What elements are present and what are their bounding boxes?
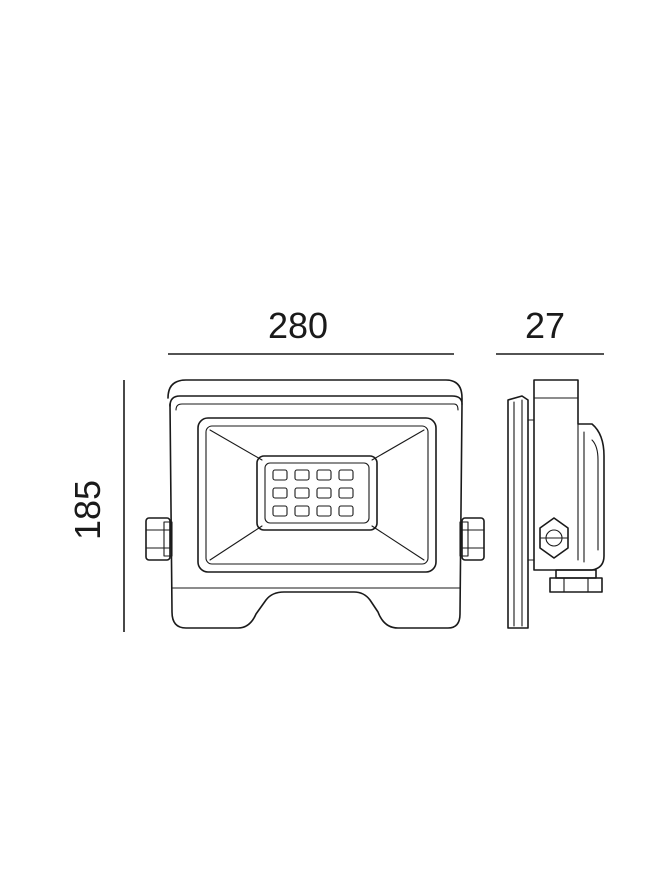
height-dimension-label: 185 [67,479,108,540]
reflector-line-tl [209,429,263,461]
led-chip [316,505,332,517]
led-module-inner [264,462,370,524]
right-bracket-knob [459,517,485,561]
led-chip [338,505,354,517]
side-view [507,379,605,629]
led-chip [338,469,354,481]
led-chip [294,487,310,499]
side-hex-knob [539,517,569,559]
led-module-outer [256,455,378,531]
side-cable-gland [549,569,603,593]
front-housing-body [169,403,463,629]
led-chip [272,487,288,499]
led-chips [272,469,354,517]
led-chip [316,487,332,499]
led-chip [272,505,288,517]
front-view [145,379,485,629]
left-bracket-knob [145,517,173,561]
front-housing-inner [175,403,459,411]
front-housing-top [167,379,463,407]
lens-frame-outer [197,417,437,573]
led-chip [338,487,354,499]
reflector-line-tr [371,429,425,461]
depth-dimension-label: 27 [525,305,566,346]
lens-frame-inner [205,425,429,565]
width-dimension-label: 280 [268,305,329,346]
led-chip [272,469,288,481]
led-chip [294,469,310,481]
side-housing-body [533,379,605,571]
led-chip [294,505,310,517]
reflector-line-br [371,525,425,561]
reflector-line-bl [209,525,263,561]
side-bracket-plate [507,395,529,629]
led-chip [316,469,332,481]
